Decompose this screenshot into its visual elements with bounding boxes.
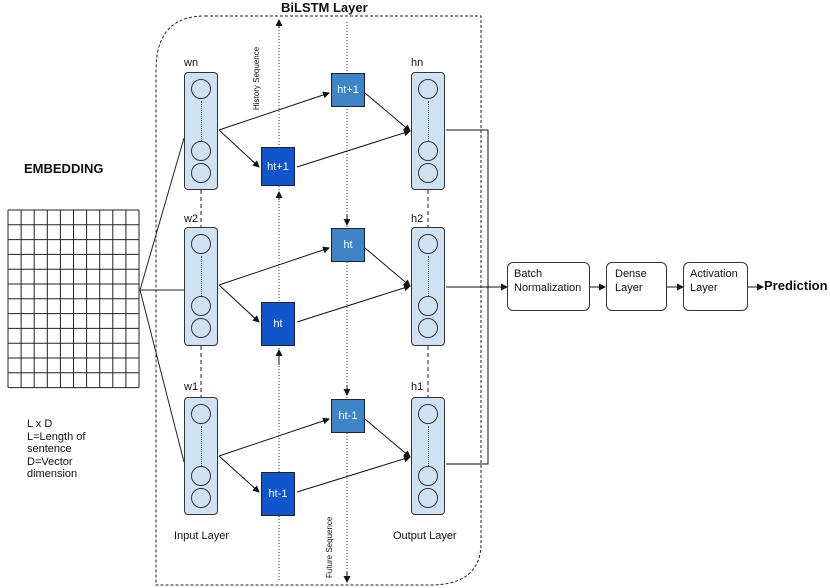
embedding-caption: L x D L=Length of sentence D=Vector dime… <box>27 418 85 481</box>
embedding-caption-line: L x D <box>27 418 53 430</box>
bilstm-boundary <box>155 15 482 586</box>
neuron-circle <box>418 404 438 424</box>
neuron-circle <box>191 404 211 424</box>
output-merge-lines <box>446 129 764 465</box>
neuron-circle <box>191 163 211 183</box>
input-word-label: w1 <box>184 381 199 393</box>
neuron-ellipsis <box>201 256 202 296</box>
input-column <box>184 227 218 346</box>
neuron-circle <box>191 79 211 99</box>
embedding-links <box>139 137 185 463</box>
neuron-circle <box>191 296 211 316</box>
dense-layer-label: Dense <box>615 268 647 280</box>
history-sequence-label: History Sequence <box>252 46 261 110</box>
batch-normalization-box: Batch Normalization <box>507 262 590 311</box>
activation-layer-box: Activation Layer <box>683 262 748 311</box>
neuron-circle <box>191 466 211 486</box>
prediction-label: Prediction <box>764 278 828 293</box>
neuron-ellipsis <box>201 101 202 141</box>
output-layer-label: Output Layer <box>393 530 457 542</box>
input-column <box>184 72 218 190</box>
input-layer-label: Input Layer <box>174 530 230 542</box>
column-dashed-links <box>200 190 429 397</box>
batch-normalization-label: Batch <box>514 268 543 280</box>
neuron-circle <box>191 488 211 508</box>
output-state-label: h1 <box>411 381 424 393</box>
neuron-circle <box>418 79 438 99</box>
neuron-circle <box>418 141 438 161</box>
future-sequence-label: Future Sequence <box>325 516 334 578</box>
bilstm-title: BiLSTM Layer <box>281 0 368 15</box>
output-column <box>411 397 445 515</box>
neuron-circle <box>418 234 438 254</box>
neuron-circle <box>191 318 211 338</box>
embedding-caption-line: L=Length of <box>27 430 86 443</box>
neuron-circle <box>418 163 438 183</box>
row-arrows <box>218 91 411 493</box>
forward-cell: ht <box>261 302 295 346</box>
neuron-circle <box>191 234 211 254</box>
activation-layer-label: Activation <box>690 268 738 280</box>
output-column <box>411 72 445 190</box>
embedding-caption-line: D=Vector <box>27 455 73 468</box>
activation-layer-label: Layer <box>690 282 718 294</box>
forward-cell: ht+1 <box>261 147 295 186</box>
neuron-ellipsis <box>428 426 429 466</box>
embedding-caption-line: dimension <box>27 468 78 480</box>
backward-cell: ht+1 <box>331 73 365 107</box>
input-column <box>184 397 218 515</box>
embedding-grid <box>7 209 140 389</box>
dense-layer-box: Dense Layer <box>606 262 667 311</box>
neuron-circle <box>191 141 211 161</box>
batch-normalization-label: Normalization <box>514 282 582 294</box>
neuron-ellipsis <box>201 426 202 466</box>
neuron-circle <box>418 296 438 316</box>
neuron-ellipsis <box>428 256 429 296</box>
output-column <box>411 227 445 346</box>
backward-cell: ht <box>331 228 365 262</box>
dense-layer-label: Layer <box>615 282 643 294</box>
neuron-ellipsis <box>428 101 429 141</box>
neuron-circle <box>418 488 438 508</box>
output-state-label: hn <box>411 57 424 69</box>
embedding-caption-line: sentence <box>27 443 72 455</box>
neuron-circle <box>418 318 438 338</box>
input-word-label: wn <box>184 57 199 69</box>
neuron-circle <box>418 466 438 486</box>
input-word-label: w2 <box>184 213 199 225</box>
backward-cell: ht-1 <box>331 399 365 433</box>
embedding-title: EMBEDDING <box>24 161 104 176</box>
forward-cell: ht-1 <box>261 472 295 516</box>
output-state-label: h2 <box>411 213 424 225</box>
